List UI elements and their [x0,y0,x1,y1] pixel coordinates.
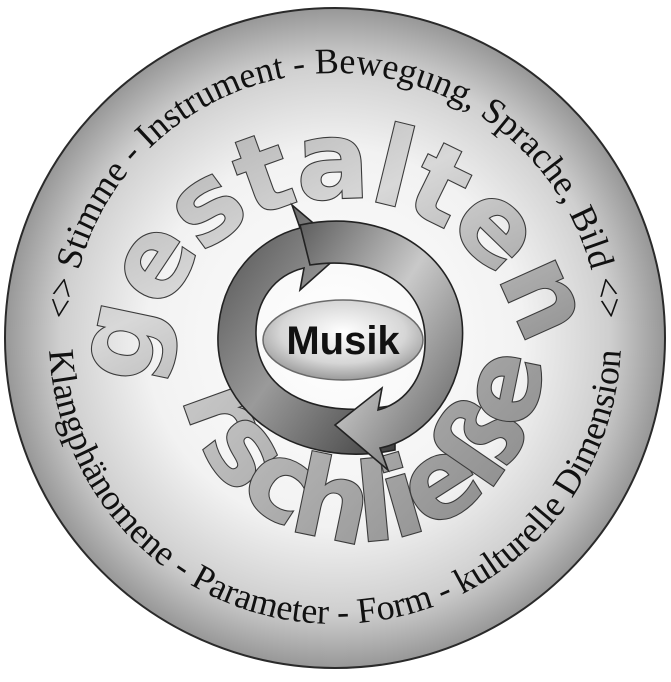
center-label: Musik [286,319,400,363]
arrow-right-icon [299,220,464,473]
cycle-arrows [217,202,464,473]
center-ellipse [262,299,424,381]
